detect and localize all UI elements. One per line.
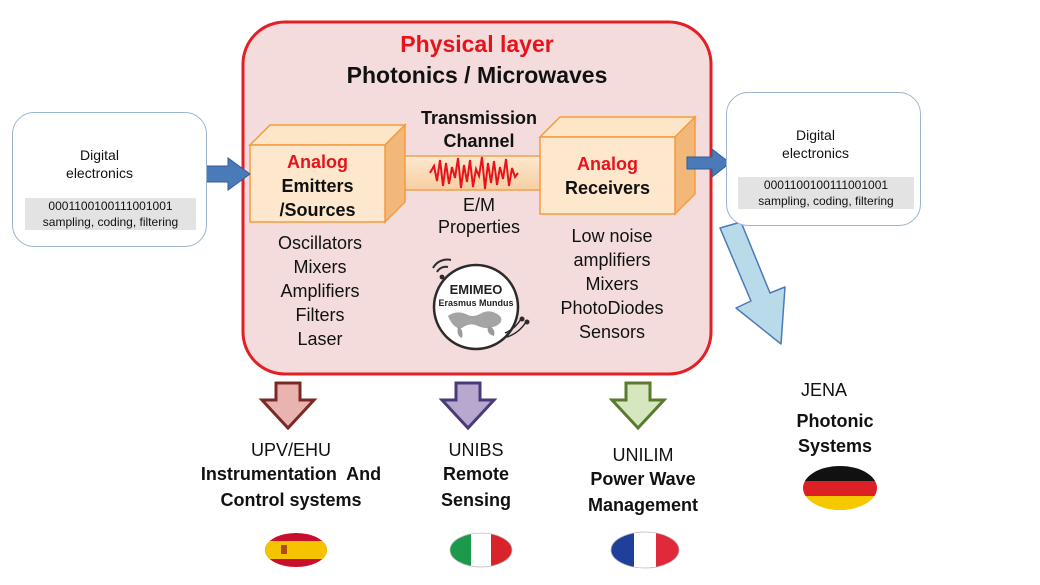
receiver-component: PhotoDiodes xyxy=(560,298,664,318)
receivers-line1: Receivers xyxy=(564,178,651,198)
left-digital-label-line1: Digital xyxy=(80,147,119,163)
left-processing-text: sampling, coding, filtering xyxy=(42,215,179,229)
channel-prop2: Properties xyxy=(437,217,521,237)
partner-jena: JENA xyxy=(801,379,921,401)
emimeo-logo-name: EMIMEO xyxy=(449,282,503,297)
jena-arrow xyxy=(719,221,786,345)
emitters-line1: Emitters xyxy=(281,176,354,196)
right-digital-label-line2: electronics xyxy=(782,145,849,161)
partner-line1: Photonic xyxy=(796,411,874,431)
left-digital-label-line2: electronics xyxy=(66,165,133,181)
receivers-heading: Analog xyxy=(577,154,638,174)
receivers-label: Analog Receivers xyxy=(540,152,675,200)
partner-unilim: UNILIM Power Wave Management xyxy=(568,444,718,518)
emitter-component: Amplifiers xyxy=(280,281,360,301)
emimeo-logo-tagline: Erasmus Mundus xyxy=(438,298,514,308)
partner-line1: Power Wave xyxy=(590,469,696,489)
upv-arrow xyxy=(258,381,318,431)
emimeo-logo xyxy=(432,258,530,351)
partner-code: UNIBS xyxy=(448,440,504,460)
channel-line1: Transmission xyxy=(420,108,538,128)
france-flag xyxy=(610,531,680,569)
emitters-line2: /Sources xyxy=(279,200,356,220)
unilim-arrow xyxy=(608,381,668,431)
emitter-component: Filters xyxy=(295,305,345,325)
physical-layer-panel xyxy=(241,20,713,376)
emitters-block xyxy=(248,123,407,224)
emitter-components: Oscillators Mixers Amplifiers Filters La… xyxy=(250,231,390,351)
physical-layer-subtitle: Photonics / Microwaves xyxy=(346,62,608,88)
partner-code: UPV/EHU xyxy=(250,440,331,460)
right-bits-panel: 0001100100111001001 sampling, coding, fi… xyxy=(738,177,914,209)
emitter-component: Laser xyxy=(297,329,343,349)
left-bitstream: 0001100100111001001 xyxy=(48,199,173,213)
right-digital-label-line1: Digital xyxy=(796,127,835,143)
partner-code: JENA xyxy=(801,380,848,400)
partner-line2: Control systems xyxy=(220,490,362,510)
germany-flag xyxy=(803,466,877,510)
receiver-component: Mixers xyxy=(585,274,639,294)
emitters-label: Analog Emitters /Sources xyxy=(250,150,385,222)
emitter-component: Oscillators xyxy=(277,233,362,253)
unibs-arrow xyxy=(438,381,498,431)
receiver-component: Sensors xyxy=(578,322,646,342)
channel-properties: E/M Properties xyxy=(405,194,553,238)
receiver-component: Low noise xyxy=(571,226,653,246)
partner-line2: Sensing xyxy=(440,490,511,510)
partner-jena-specialty: Photonic Systems xyxy=(780,409,890,459)
right-bitstream: 0001100100111001001 xyxy=(763,178,889,192)
physical-layer-title: Physical layer xyxy=(400,31,554,57)
emitter-component: Mixers xyxy=(293,257,347,277)
receiver-component: amplifiers xyxy=(573,250,651,270)
channel-prop1: E/M xyxy=(462,195,495,215)
emitters-heading: Analog xyxy=(287,152,348,172)
partner-line1: Instrumentation And xyxy=(200,464,382,484)
signal-waveform xyxy=(429,156,519,190)
partner-unibs: UNIBS Remote Sensing xyxy=(411,439,541,513)
spain-flag xyxy=(265,533,327,567)
right-processing-text: sampling, coding, filtering xyxy=(758,194,894,208)
left-bits-panel: 0001100100111001001 sampling, coding, fi… xyxy=(25,198,196,230)
channel-label: Transmission Channel xyxy=(405,107,553,153)
receivers-block xyxy=(538,115,697,216)
partner-line1: Remote xyxy=(442,464,509,484)
receiver-components: Low noise amplifiers Mixers PhotoDiodes … xyxy=(538,224,686,344)
blue-arrow-right xyxy=(686,147,731,179)
italy-flag xyxy=(449,532,513,568)
partner-code: UNILIM xyxy=(612,445,674,465)
partner-line2: Systems xyxy=(797,436,873,456)
channel-line2: Channel xyxy=(443,131,515,151)
right-digital-label: Digital electronics xyxy=(750,126,881,162)
partner-line2: Management xyxy=(587,495,699,515)
left-digital-label: Digital electronics xyxy=(34,146,165,182)
partner-upv: UPV/EHU Instrumentation And Control syst… xyxy=(178,439,404,513)
